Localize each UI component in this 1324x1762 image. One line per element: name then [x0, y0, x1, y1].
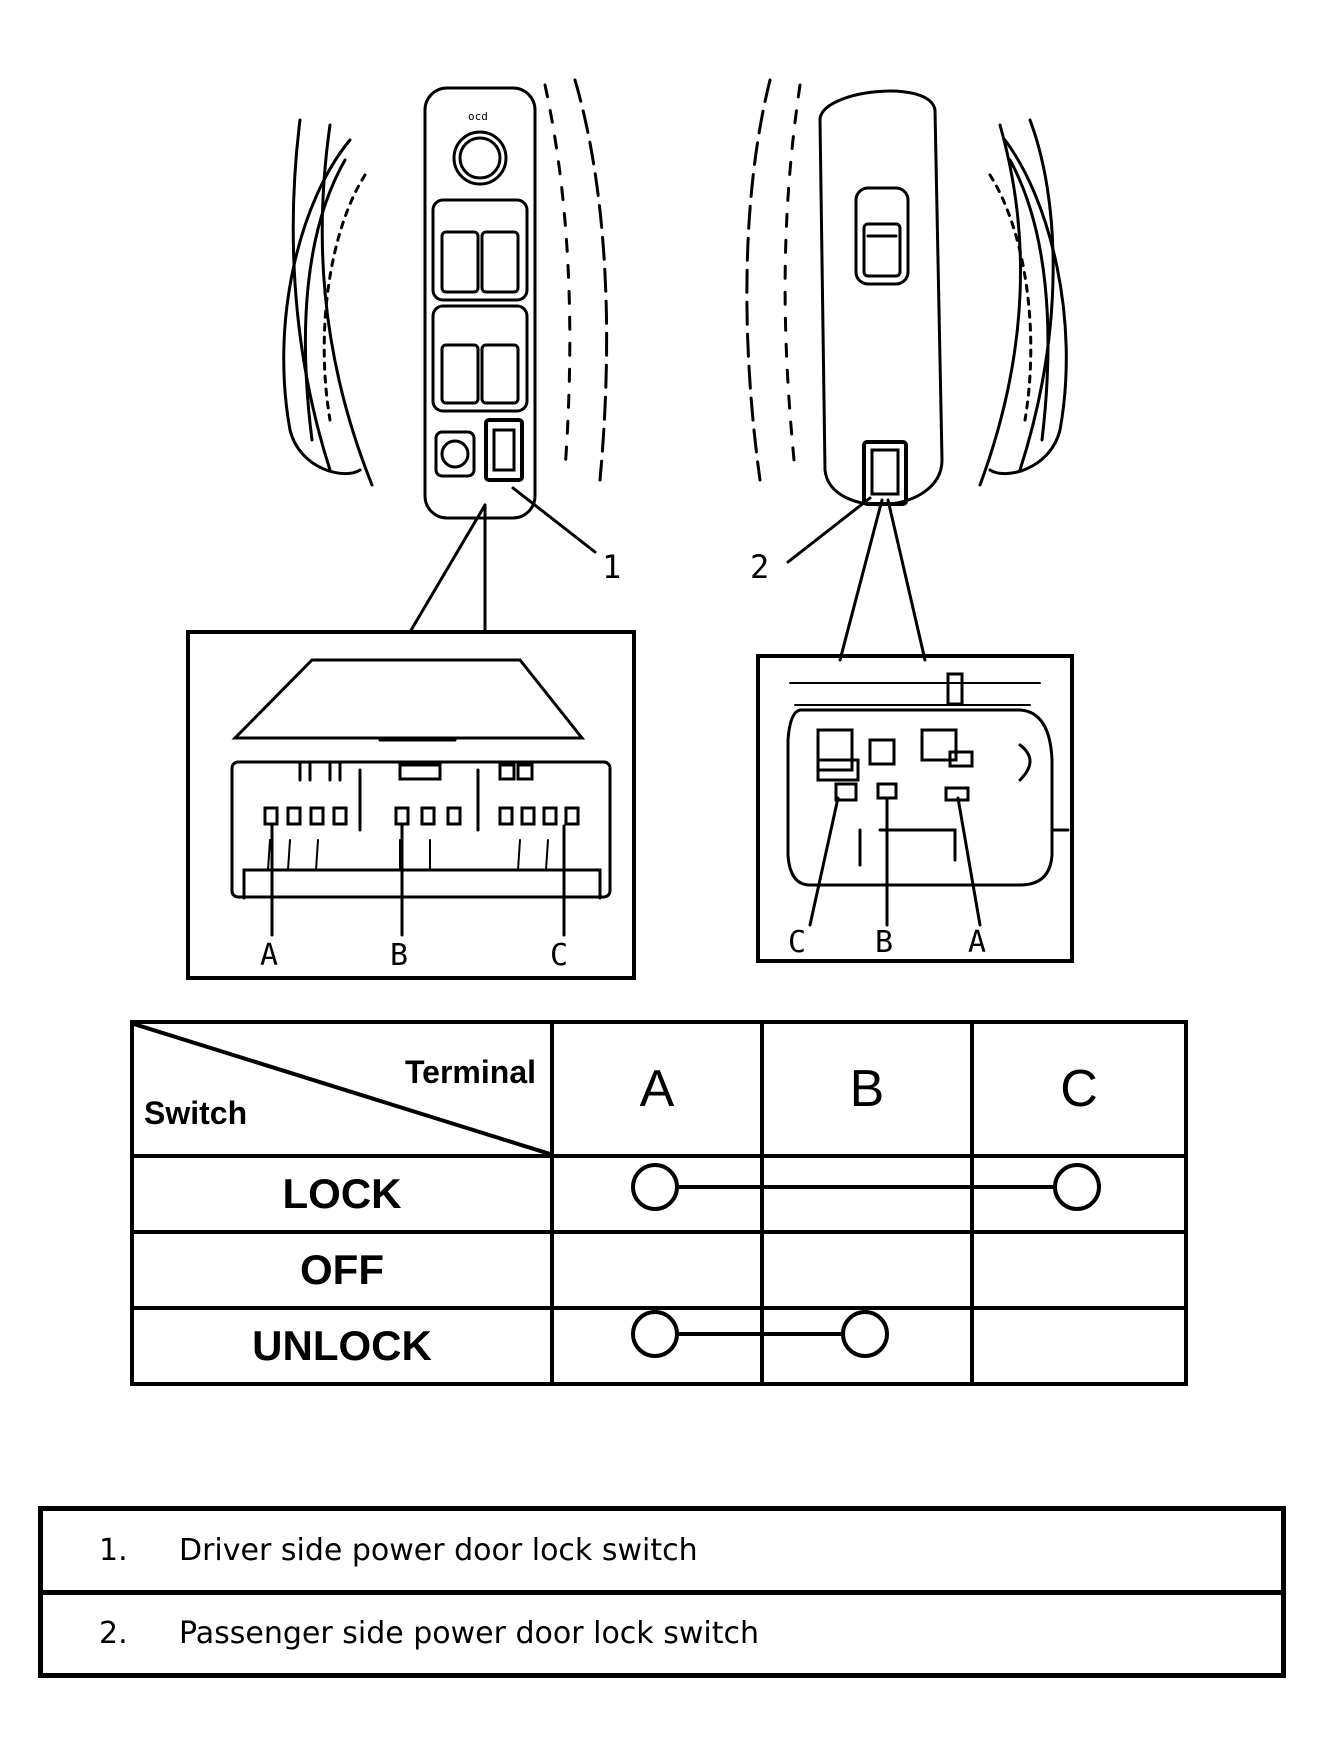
- table-header-row: Terminal Switch A B C: [130, 1020, 1188, 1158]
- legend-table: 1. Driver side power door lock switch 2. P…: [38, 1506, 1286, 1678]
- row-label-unlock: UNLOCK: [130, 1306, 554, 1386]
- table-row-unlock: UNLOCK: [130, 1306, 1188, 1386]
- legend-item-2: 2. Passenger side power door lock switch: [38, 1589, 1286, 1678]
- legend-number-2: 2.: [99, 1616, 128, 1652]
- cell-lock-a: [550, 1154, 764, 1234]
- passenger-door-panel: [745, 78, 1068, 662]
- legend-row-2: 2. Passenger side power door lock switch: [38, 1589, 1286, 1678]
- driver-door-panel: ocd: [282, 78, 609, 634]
- cell-lock-c: [970, 1154, 1188, 1234]
- cell-lock-b: [760, 1154, 974, 1234]
- passenger-terminal-c-label: C: [788, 925, 806, 960]
- legend-item-1: 1. Driver side power door lock switch: [38, 1506, 1286, 1595]
- cell-unlock-a: [550, 1306, 764, 1386]
- continuity-table: Terminal Switch A B C LOCK OFF UNLOCK: [130, 1020, 1188, 1386]
- cell-off-b: [760, 1230, 974, 1310]
- callout-2: 2: [750, 548, 769, 586]
- cell-off-a: [550, 1230, 764, 1310]
- driver-terminal-a-label: A: [260, 938, 278, 973]
- switch-header-label: Switch: [144, 1095, 248, 1131]
- passenger-connector-detail: [756, 654, 1074, 963]
- row-label-lock: LOCK: [130, 1154, 554, 1234]
- legend-text-1: Driver side power door lock switch: [179, 1532, 698, 1568]
- cell-unlock-b: [760, 1306, 974, 1386]
- diagonal-divider: [134, 1024, 550, 1154]
- row-label-off: OFF: [130, 1230, 554, 1310]
- column-header-a: A: [550, 1020, 764, 1158]
- passenger-terminal-b-label: B: [875, 925, 893, 960]
- callout-1: 1: [602, 548, 621, 586]
- legend-number-1: 1.: [99, 1532, 128, 1568]
- column-header-b: B: [760, 1020, 974, 1158]
- table-row-off: OFF: [130, 1230, 1188, 1310]
- legend-text-2: Passenger side power door lock switch: [179, 1616, 759, 1652]
- passenger-terminal-a-label: A: [968, 925, 986, 960]
- corner-cell: Terminal Switch: [130, 1020, 554, 1158]
- driver-terminal-c-label: C: [550, 938, 568, 973]
- cell-unlock-c: [970, 1306, 1188, 1386]
- column-header-c: C: [970, 1020, 1188, 1158]
- legend-row-1: 1. Driver side power door lock switch: [38, 1506, 1286, 1595]
- driver-connector-detail: [186, 630, 636, 980]
- switch-illustration: ocd 1: [186, 78, 1074, 980]
- svg-text:ocd: ocd: [468, 110, 488, 123]
- table-row-lock: LOCK: [130, 1154, 1188, 1234]
- terminal-header-label: Terminal: [405, 1054, 536, 1090]
- cell-off-c: [970, 1230, 1188, 1310]
- driver-terminal-b-label: B: [390, 938, 408, 973]
